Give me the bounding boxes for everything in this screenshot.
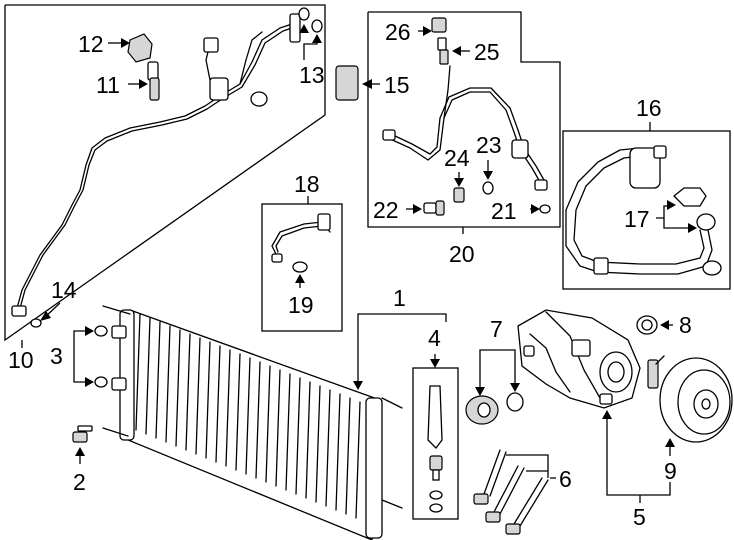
service-valve-24 (453, 187, 465, 203)
seals-7 (465, 349, 524, 425)
callout-26: 26 (385, 19, 411, 45)
condenser-1 (72, 305, 447, 540)
callout-11: 11 (96, 72, 120, 98)
discharge-hose-group-16 (562, 122, 731, 290)
callout-12: 12 (78, 31, 104, 57)
callout-18: 18 (294, 171, 320, 197)
liquid-line-pipe (15, 21, 299, 313)
callout-1: 1 (393, 285, 406, 311)
block-fitting-15 (335, 65, 380, 101)
callout-25: 25 (474, 39, 500, 65)
callout-20: 20 (449, 241, 475, 267)
callout-5: 5 (633, 504, 646, 530)
line-assembly-group-10 (4, 4, 326, 348)
callout-6: 6 (559, 466, 572, 492)
group-16-outline (562, 130, 731, 290)
gasket-17 (673, 187, 707, 207)
callout-9: 9 (664, 458, 677, 484)
callout-19: 19 (288, 292, 314, 318)
discharge-hose (573, 155, 641, 263)
o-ring-13-a (298, 7, 310, 21)
callout-4: 4 (428, 325, 441, 351)
line-assembly-group-20 (367, 11, 561, 234)
service-valve-25 (437, 37, 449, 65)
callout-14: 14 (51, 277, 77, 303)
o-ring-21 (539, 204, 551, 214)
washer-3-b (94, 376, 108, 388)
drier-4-outline (412, 367, 459, 520)
service-valve-22 (423, 200, 445, 216)
callout-10: 10 (8, 347, 34, 373)
valve-cap-26 (431, 17, 447, 33)
callout-23: 23 (476, 132, 502, 158)
callout-2: 2 (73, 469, 86, 495)
o-ring-14 (30, 318, 42, 328)
callout-3: 3 (50, 343, 63, 369)
bolts-6 (473, 449, 556, 535)
group-20-outline (367, 11, 561, 228)
callout-16: 16 (636, 95, 662, 121)
o-ring-8 (636, 315, 673, 335)
callout-17: 17 (624, 206, 650, 232)
washer-3-a (94, 325, 108, 337)
service-valve-11 (147, 61, 160, 101)
o-ring-17 (696, 213, 716, 231)
callout-8: 8 (679, 312, 692, 338)
group-18-outline (261, 203, 343, 332)
o-ring-13-b (311, 19, 323, 33)
callout-15: 15 (384, 72, 410, 98)
compressor-5 (517, 309, 671, 503)
bolt-2 (72, 425, 93, 443)
o-ring-23 (482, 181, 494, 195)
o-ring-19 (292, 261, 308, 273)
callout-22: 22 (373, 197, 399, 223)
valve-cap-12 (127, 33, 153, 63)
callout-13: 13 (299, 62, 325, 88)
condenser-left-tank (119, 309, 135, 441)
line-group-18 (261, 196, 343, 332)
callout-24: 24 (444, 145, 470, 171)
clutch-9 (647, 355, 733, 456)
callout-7: 7 (490, 316, 503, 342)
callout-21: 21 (491, 198, 517, 224)
condenser-right-tank (365, 397, 383, 539)
group-10-outline (4, 4, 326, 342)
drier-4 (412, 354, 459, 520)
o-ring-7-b (506, 392, 524, 412)
